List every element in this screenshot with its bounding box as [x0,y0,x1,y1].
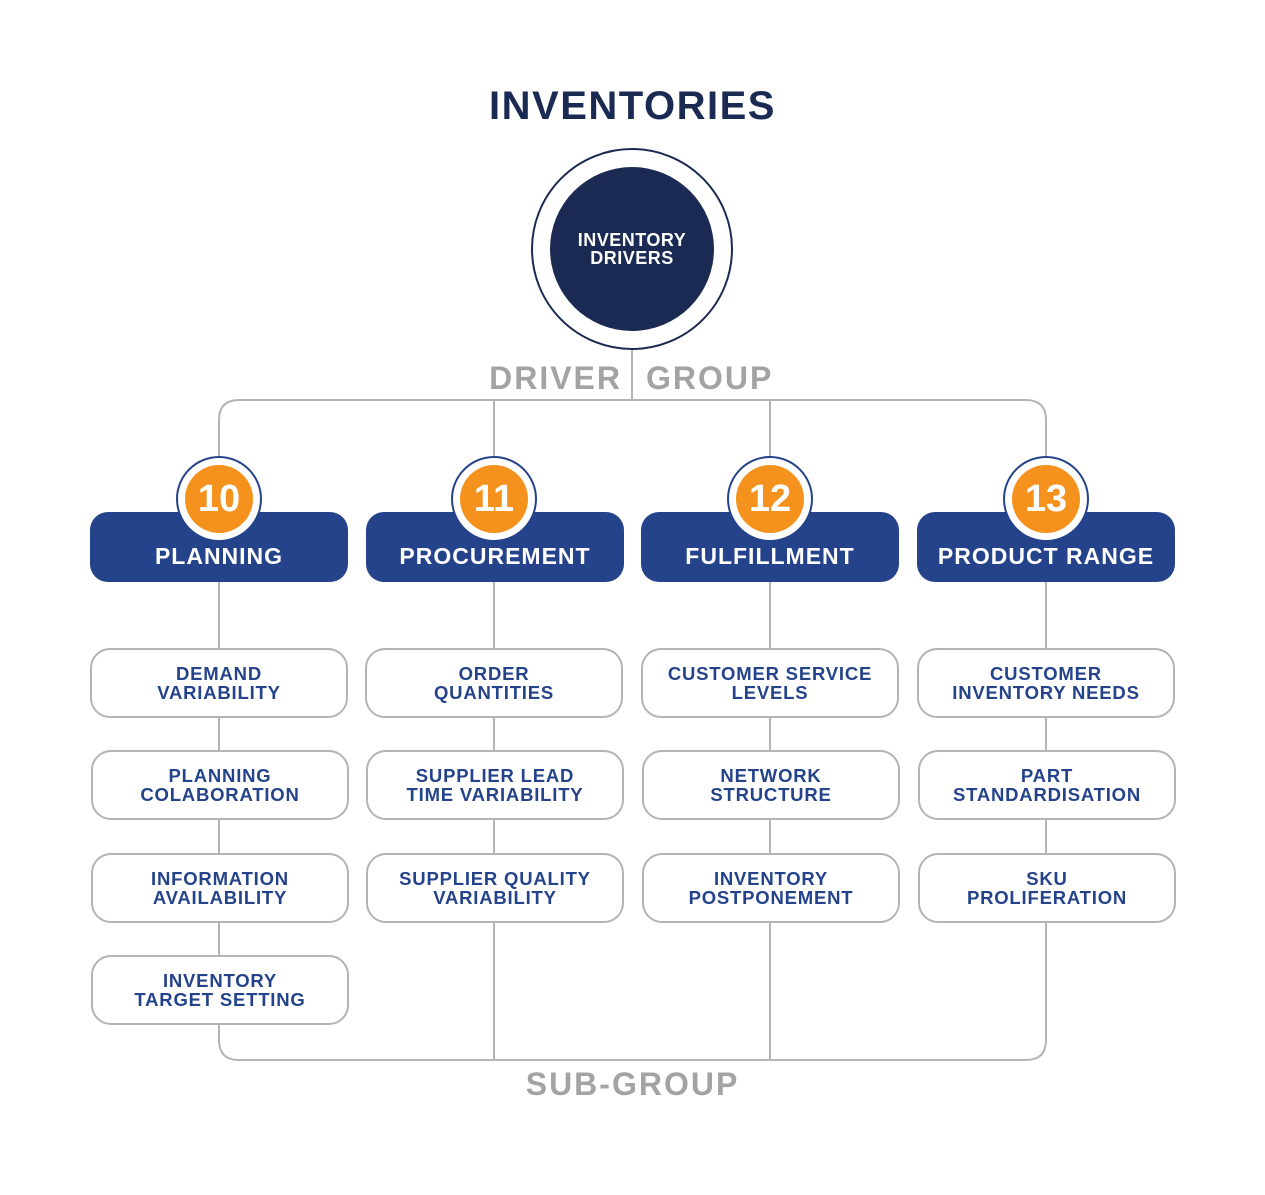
group-badge-12: 12 [727,456,813,542]
group-label-fulfillment: FULFILLMENT [685,543,855,569]
diagram-title: INVENTORIES [489,84,776,128]
subgroup-network-structure: NETWORK STRUCTURE [642,750,900,820]
group-box-fulfillment: FULFILLMENT [641,512,899,582]
group-badge-13: 13 [1003,456,1089,542]
subgroup-inventory-postponement: INVENTORY POSTPONEMENT [642,853,900,923]
group-label-product-range: PRODUCT RANGE [937,543,1155,569]
subgroup-customer-service-levels: CUSTOMER SERVICE LEVELS [641,648,899,718]
subgroup-planning-colaboration: PLANNING COLABORATION [91,750,349,820]
subgroup-supplier-quality-variability: SUPPLIER QUALITY VARIABILITY [366,853,624,923]
subgroup-customer-inventory-needs: CUSTOMER INVENTORY NEEDS [917,648,1175,718]
group-badge-11: 11 [451,456,537,542]
group-number-10: 10 [185,465,253,533]
group-number-13: 13 [1012,465,1080,533]
subgroup-sku-proliferation: SKU PROLIFERATION [918,853,1176,923]
hub-ring: INVENTORY DRIVERS [531,148,733,350]
top-rail-line [218,399,1047,460]
hub-circle: INVENTORY DRIVERS [550,167,714,331]
subgroup-information-availability: INFORMATION AVAILABILITY [91,853,349,923]
driver-label: DRIVER [489,360,622,396]
group-number-12: 12 [736,465,804,533]
group-label: GROUP [646,360,774,396]
subgroup-label: SUB-GROUP [525,1066,740,1102]
subgroup-order-quantities: ORDER QUANTITIES [365,648,623,718]
group-badge-10: 10 [176,456,262,542]
subgroup-inventory-target-setting: INVENTORY TARGET SETTING [91,955,349,1025]
subgroup-part-standardisation: PART STANDARDISATION [918,750,1176,820]
group-label-procurement: PROCUREMENT [399,543,591,569]
group-number-11: 11 [460,465,528,533]
bottom-rail-line [218,1039,1047,1061]
group-label-planning: PLANNING [154,543,284,569]
subgroup-demand-variability: DEMAND VARIABILITY [90,648,348,718]
subgroup-supplier-lead-time-variability: SUPPLIER LEAD TIME VARIABILITY [366,750,624,820]
